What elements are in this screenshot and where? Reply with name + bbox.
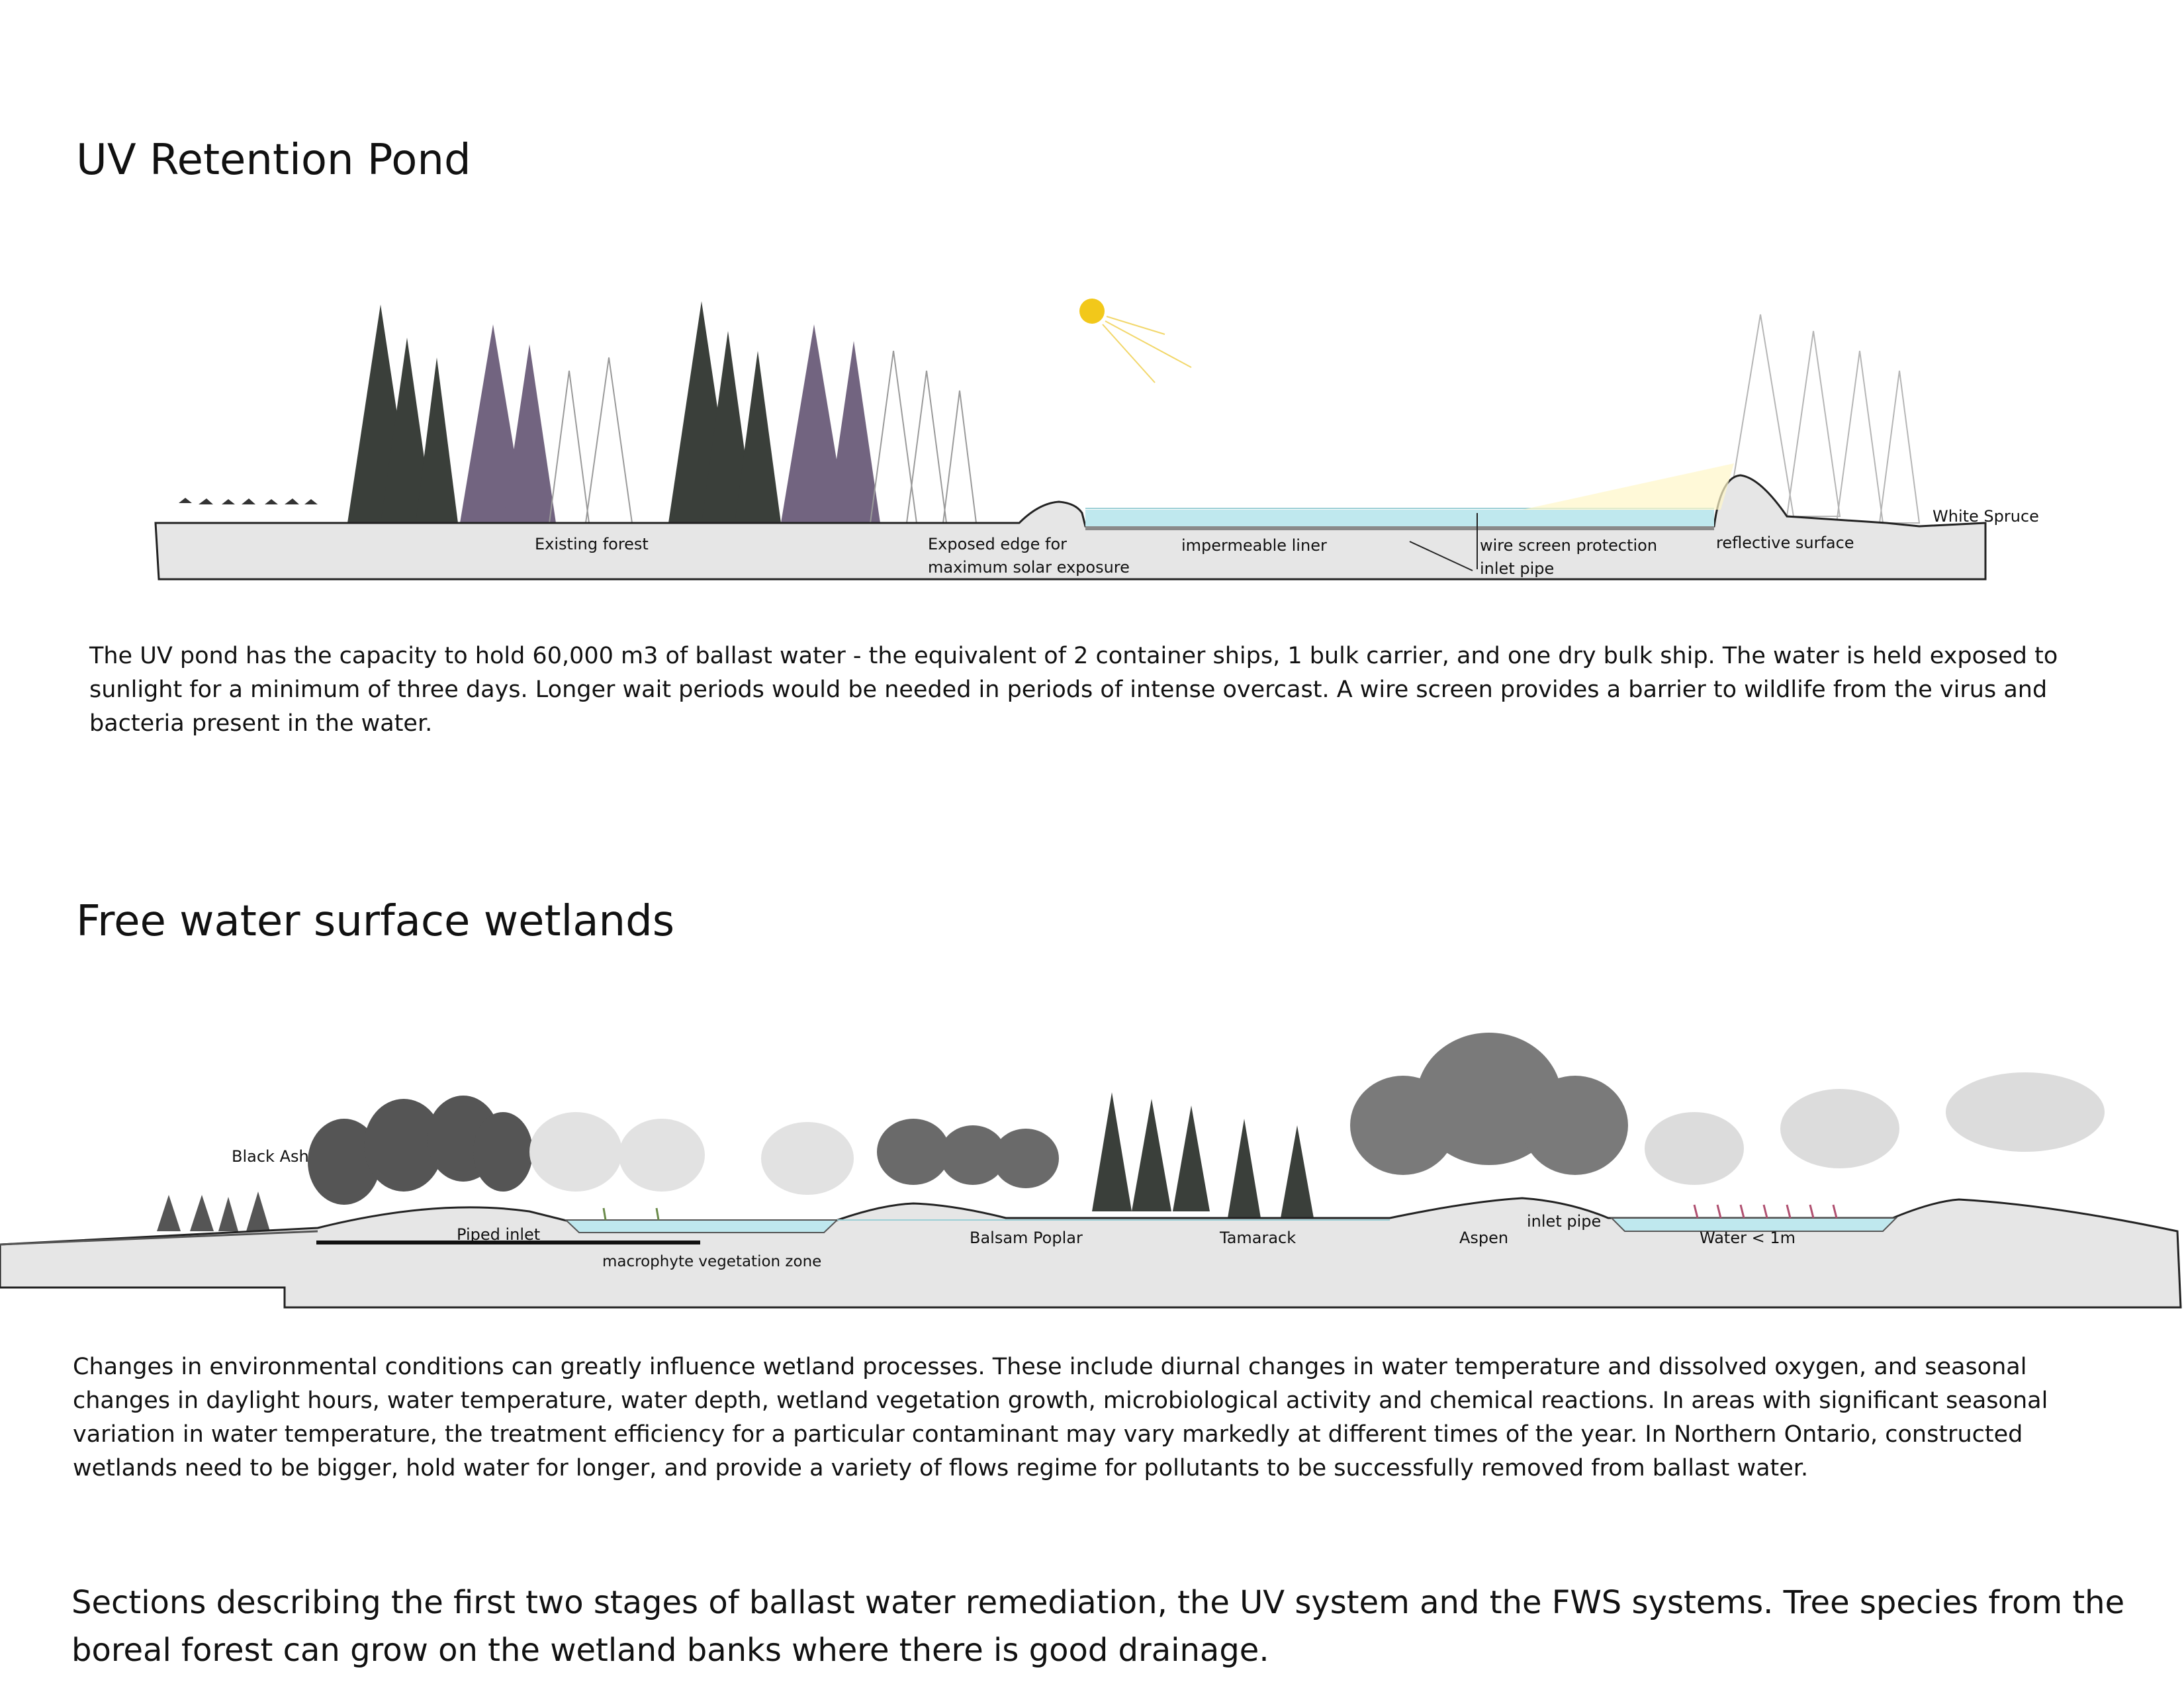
label-inlet-pipe: inlet pipe <box>1480 559 1554 578</box>
fws-ground <box>0 1197 2182 1309</box>
faded-trees <box>529 1112 854 1195</box>
label-tamarack: Tamarack <box>1219 1229 1296 1247</box>
uv-pond-section-drawing: Existing forest Exposed edge for maximum… <box>154 299 2039 581</box>
label-wire-screen: wire screen protection <box>1480 536 1657 555</box>
label-existing-forest: Existing forest <box>535 535 649 553</box>
label-exposed-edge-1: Exposed edge for <box>928 535 1067 553</box>
balsam-poplar-trees <box>877 1119 1059 1188</box>
label-water-depth: Water < 1m <box>1700 1229 1796 1247</box>
small-conifers-left <box>157 1192 270 1231</box>
label-reflective-surface: reflective surface <box>1716 534 1854 552</box>
faded-trees-right <box>1645 1072 2105 1185</box>
fws-section-title: Free water surface wetlands <box>76 897 675 946</box>
fws-water <box>564 1217 1898 1233</box>
fws-description: Changes in environmental conditions can … <box>73 1354 2048 1481</box>
uv-section-title: UV Retention Pond <box>76 136 471 185</box>
label-inlet-pipe-fws: inlet pipe <box>1527 1212 1601 1231</box>
label-exposed-edge-2: maximum solar exposure <box>928 558 1130 577</box>
label-macrophyte-zone: macrophyte vegetation zone <box>602 1253 821 1270</box>
label-piped-inlet: Piped inlet <box>457 1225 540 1244</box>
label-aspen: Aspen <box>1459 1229 1508 1247</box>
piped-inlet-bar <box>316 1241 700 1244</box>
black-ash-trees <box>308 1096 533 1205</box>
uv-pond-water <box>1085 463 1734 530</box>
label-impermeable-liner: impermeable liner <box>1181 536 1327 555</box>
sun-icon <box>1079 299 1192 383</box>
aspen-trees <box>1350 1033 1628 1175</box>
existing-forest-trees <box>347 301 978 524</box>
label-white-spruce: White Spruce <box>1933 507 2039 526</box>
ground-shrubs <box>179 498 318 504</box>
page-caption: Sections describing the first two stages… <box>71 1584 2125 1669</box>
label-black-ash: Black Ash <box>232 1147 309 1166</box>
tamarack-trees <box>1092 1092 1314 1218</box>
reeds <box>1693 1204 1838 1219</box>
fws-wetland-section-drawing: Black Ash Piped inlet macrophyte vegetat… <box>0 1033 2182 1309</box>
label-balsam-poplar: Balsam Poplar <box>970 1229 1083 1247</box>
macrophytes <box>602 1207 660 1221</box>
uv-description: The UV pond has the capacity to hold 60,… <box>89 643 2058 737</box>
